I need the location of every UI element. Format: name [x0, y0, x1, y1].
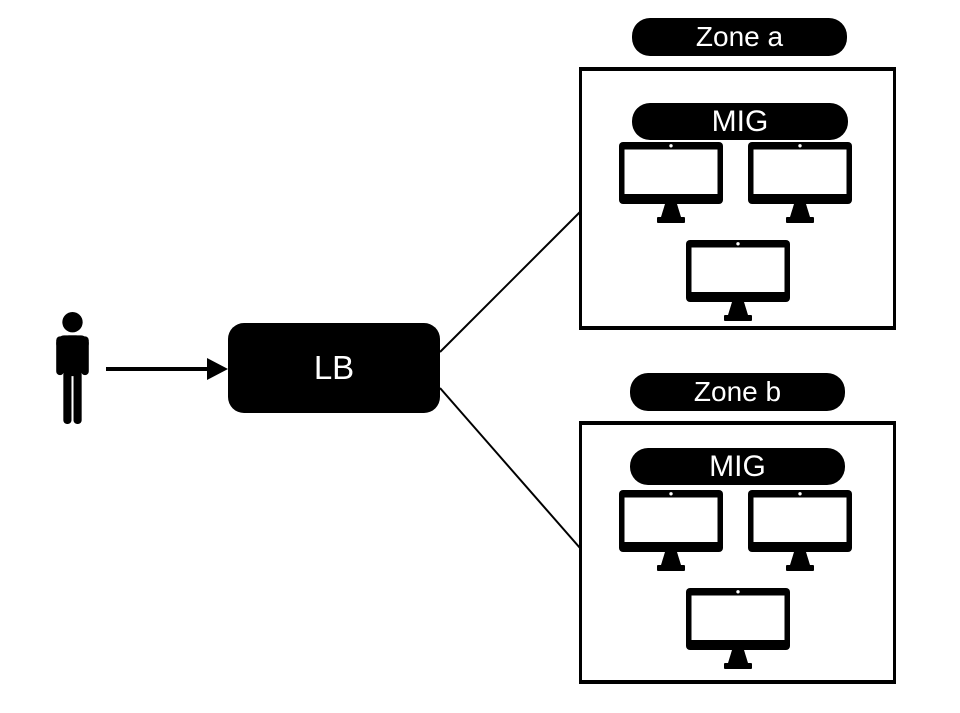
monitor-icon — [686, 588, 790, 672]
zone-b-mig-pill: MIG — [630, 448, 845, 485]
load-balancer-label: LB — [313, 349, 355, 386]
zone-b-label-pill: Zone b — [630, 373, 845, 411]
zone-a-label-pill: Zone a — [632, 18, 847, 56]
arrowhead-icon — [207, 358, 228, 380]
person-icon — [56, 312, 89, 424]
lb-to-zone-b-line — [439, 387, 581, 549]
monitor-icon — [748, 142, 852, 226]
zone-a-label: Zone a — [695, 21, 784, 52]
zone-b-mig-label: MIG — [709, 449, 766, 483]
load-balancer-node: LB — [228, 323, 440, 413]
zone-b-label: Zone b — [693, 376, 782, 407]
monitor-icon — [619, 490, 723, 574]
zone-a-mig-label: MIG — [711, 104, 769, 138]
monitor-icon — [619, 142, 723, 226]
monitor-icon — [748, 490, 852, 574]
lb-to-zone-a-line — [439, 211, 581, 353]
monitor-icon — [686, 240, 790, 324]
zone-a-mig-pill: MIG — [632, 103, 848, 140]
